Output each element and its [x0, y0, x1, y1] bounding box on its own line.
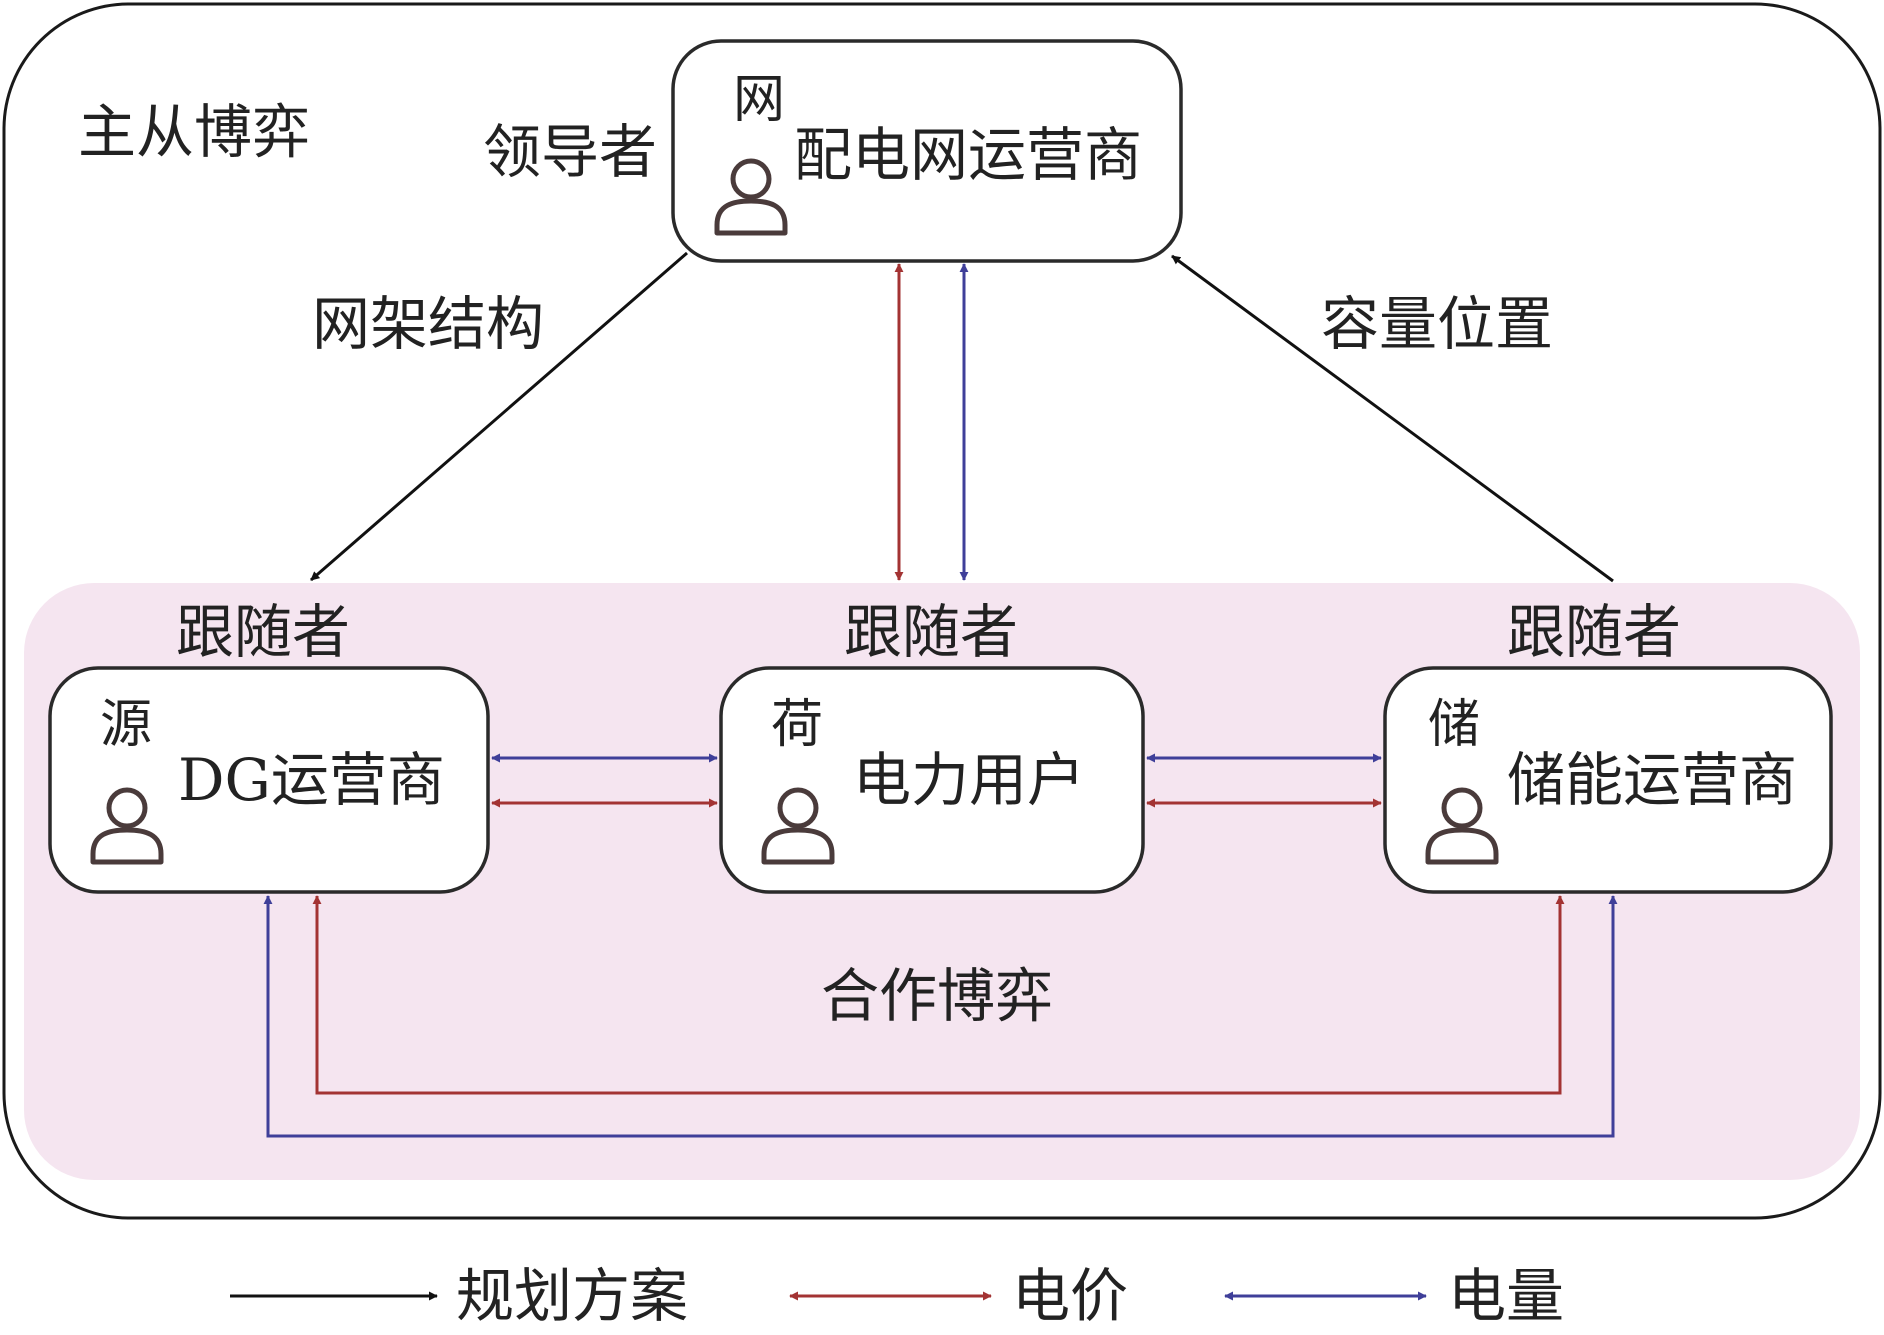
capacity-location-arrow [1171, 254, 1614, 583]
dg-storage-energy-arrow [263, 895, 1618, 1138]
dg-storage-price-arrow [312, 895, 1565, 1095]
leader-name: 配电网运营商 [794, 121, 1142, 189]
storage-operator-box [1383, 666, 1833, 894]
grid-structure-label: 网架结构 [312, 290, 544, 358]
storage-operator-tag: 储 [1428, 695, 1480, 755]
legend: 规划方案 电价 电量 [230, 1262, 1564, 1330]
storage-operator-name: 储能运营商 [1507, 746, 1797, 814]
stackelberg-game-label: 主从博弈 [78, 98, 310, 166]
dg-operator-box [48, 666, 490, 894]
dg-operator-name: DG运营商 [178, 746, 445, 814]
follower-role-label-dg: 跟随者 [176, 598, 350, 666]
power-user-name: 电力用户 [853, 746, 1085, 814]
follower-role-label-storage: 跟随者 [1507, 598, 1681, 666]
legend-energy-label: 电量 [1448, 1262, 1564, 1330]
legend-price-label: 电价 [1012, 1262, 1128, 1330]
capacity-location-label: 容量位置 [1321, 290, 1553, 358]
follower-role-label-load: 跟随者 [844, 598, 1018, 666]
cooperative-game-label: 合作博弈 [821, 962, 1053, 1030]
power-user-tag: 荷 [771, 695, 823, 755]
dg-operator-tag: 源 [100, 695, 152, 755]
legend-planning-label: 规划方案 [456, 1262, 688, 1330]
leader-box [671, 39, 1183, 263]
leader-role-label: 领导者 [483, 118, 657, 186]
leader-tag: 网 [733, 70, 785, 130]
grid-structure-arrow [310, 251, 688, 582]
